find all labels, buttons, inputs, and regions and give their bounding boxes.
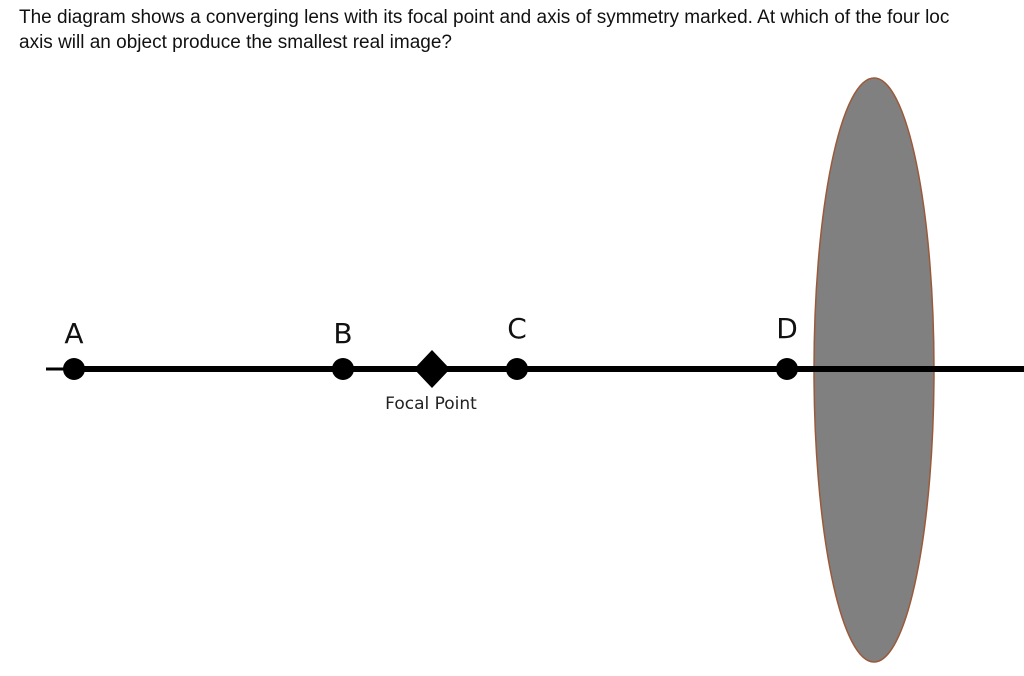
point-c-label: C [507,312,527,345]
focal-point-marker [414,350,450,388]
point-a-label: A [64,317,83,350]
point-d-label: D [776,312,798,345]
focal-point-label: Focal Point [385,394,477,414]
question-line-1: The diagram shows a converging lens with… [19,7,950,28]
point-b-marker [332,358,354,380]
question-line-2: axis will an object produce the smallest… [19,32,452,53]
point-c-marker [506,358,528,380]
question-text: The diagram shows a converging lens with… [19,5,1024,55]
point-a-marker [63,358,85,380]
point-d-marker [776,358,798,380]
point-b-label: B [333,317,352,350]
